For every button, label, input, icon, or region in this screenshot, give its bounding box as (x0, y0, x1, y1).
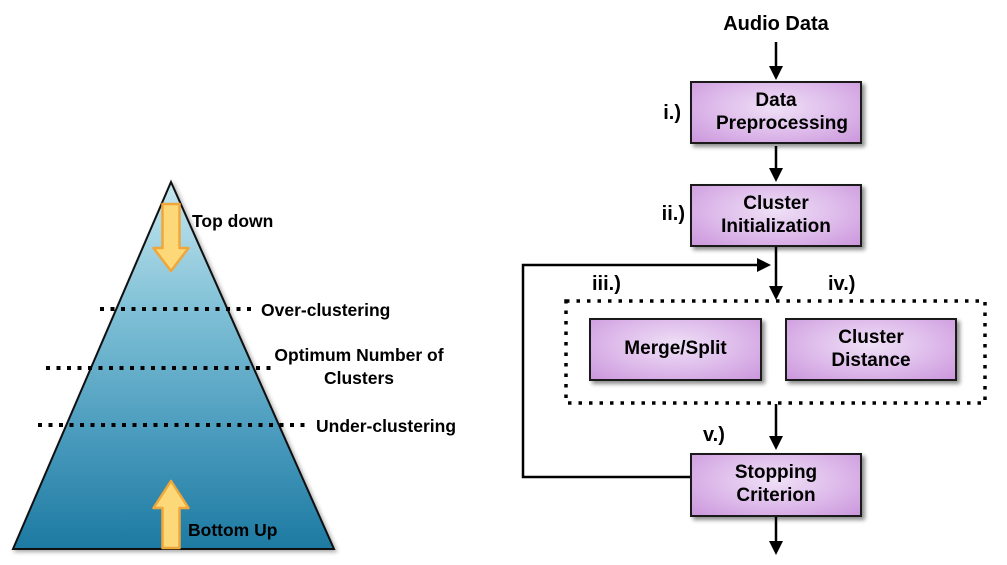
step-box-label: Merge/Split (624, 338, 727, 360)
step-box-merge-split: Merge/Split (589, 318, 762, 381)
step-box-label: Data Preprocessing (716, 89, 848, 134)
step-numeral-iv: iv.) (828, 273, 856, 295)
bottom-up-label: Bottom Up (188, 520, 278, 540)
bottom-up-arrow-icon (152, 479, 190, 550)
step-numeral-v: v.) (703, 424, 725, 446)
step-box-data-preprocessing: Data Preprocessing (690, 81, 862, 144)
top-down-arrow-icon (152, 202, 190, 273)
step-box-cluster-initialization: Cluster Initialization (690, 184, 862, 247)
top-down-label: Top down (192, 211, 274, 231)
step-box-label: Cluster Distance (831, 326, 911, 371)
step-box-label: Cluster Initialization (721, 192, 831, 237)
step-numeral-iii: iii.) (592, 273, 621, 295)
over-clustering-label: Over-clustering (261, 300, 391, 320)
audio-data-label: Audio Data (723, 13, 829, 35)
step-numeral-ii: ii.) (661, 203, 685, 225)
step-box-cluster-distance: Cluster Distance (785, 318, 957, 381)
under-clustering-label: Under-clustering (316, 416, 457, 436)
step-box-label: Stopping Criterion (734, 462, 818, 506)
optimum-clusters-label: Optimum Number of Clusters (274, 345, 444, 389)
step-box-stopping-criterion: Stopping Criterion (690, 453, 862, 517)
step-numeral-i: i.) (663, 102, 681, 124)
flowchart-connectors (521, 42, 987, 555)
